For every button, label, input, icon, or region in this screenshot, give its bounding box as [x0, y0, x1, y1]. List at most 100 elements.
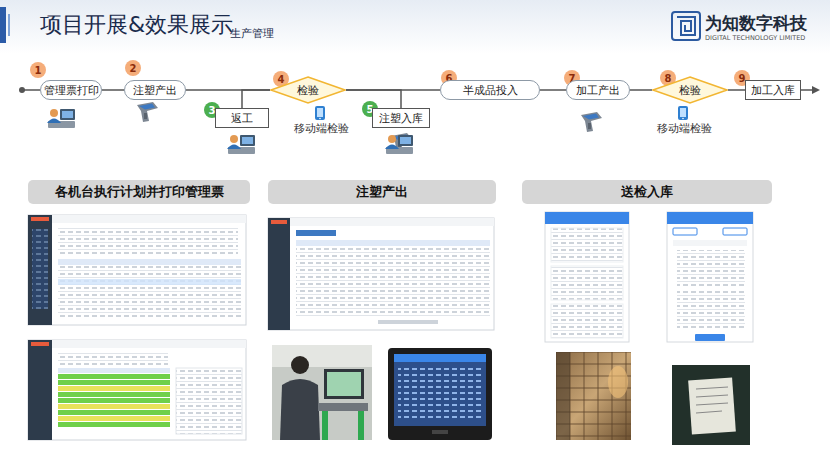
node-text: 8 — [665, 73, 672, 84]
node-text: 注塑产出 — [133, 83, 177, 98]
callout-number: 2 — [125, 60, 141, 76]
screenshot-print-plan — [28, 215, 246, 325]
photo-warehouse-crates — [556, 352, 631, 440]
node-text: 管理票打印 — [44, 83, 99, 98]
screenshot-ticket-list — [58, 368, 170, 373]
screenshot-ticket-list — [28, 340, 52, 440]
photo-operator-scanning — [272, 345, 372, 440]
flow-connector — [102, 89, 124, 91]
process-box: 返工 — [215, 108, 269, 128]
photo-inspection-slip — [696, 411, 722, 413]
photo-operator-scanning — [280, 379, 320, 440]
screenshot-mobile-warehousing — [695, 334, 725, 341]
screenshot-mobile-warehousing — [677, 250, 745, 286]
section-header: 各机台执行计划并打印管理票 — [28, 180, 250, 204]
timeline-ends — [801, 89, 813, 91]
screenshot-ticket-list — [58, 374, 170, 379]
section-header: 注塑产出 — [268, 180, 496, 204]
header-band — [8, 14, 10, 36]
screenshot-ticket-list — [176, 368, 242, 434]
screenshot-mobile-warehousing — [667, 212, 753, 342]
node-text: 注塑入库 — [379, 111, 423, 126]
screenshot-print-plan — [31, 217, 49, 221]
screenshot-print-plan — [32, 229, 48, 309]
screenshot-ticket-list — [58, 416, 170, 421]
logo-mark — [672, 12, 700, 40]
node-text: 1 — [35, 65, 42, 76]
process-step: 注塑产出 — [124, 80, 186, 100]
header-band — [0, 7, 6, 43]
photo-warehouse-crates — [556, 352, 570, 440]
photo-warehouse-crates — [556, 352, 631, 440]
photo-inspection-slip — [696, 395, 728, 397]
process-box: 加工入库 — [745, 80, 801, 100]
photo-inspection-slip — [696, 387, 728, 389]
screenshot-ticket-list — [52, 340, 246, 348]
diamond-outline — [653, 77, 727, 103]
node-text: 加工产出 — [576, 83, 620, 98]
flow-connector — [346, 90, 401, 108]
photo-workshop-terminal — [432, 430, 448, 434]
screenshot-ticket-list — [58, 386, 170, 391]
mobile-check-label: 移动端检验 — [294, 121, 349, 136]
photo-operator-scanning — [327, 372, 361, 396]
flow-connector — [728, 89, 745, 91]
screenshot-molding-output — [268, 218, 494, 330]
node-text: 检验 — [297, 83, 319, 98]
screenshot-mobile-inspection — [545, 212, 629, 342]
step-icons — [137, 102, 158, 122]
flow-connector — [242, 90, 270, 108]
screenshot-molding-output — [296, 240, 490, 246]
node-text: 各机台执行计划并打印管理票 — [55, 184, 224, 201]
screenshot-ticket-list — [58, 398, 170, 403]
step-icons — [47, 102, 688, 154]
photo-inspection-slip — [688, 378, 736, 435]
screenshot-ticket-list — [28, 340, 246, 440]
photo-inspection-slip — [672, 365, 750, 445]
screenshot-molding-output — [296, 230, 336, 236]
screenshot-molding-output — [296, 246, 490, 316]
mobile-check-label: 移动端检验 — [657, 121, 712, 136]
screenshot-mobile-warehousing — [667, 212, 753, 342]
node-text: 4 — [278, 74, 285, 85]
process-box: 注塑入库 — [372, 108, 430, 128]
photo-workshop-terminal — [394, 354, 486, 362]
timeline-ends — [22, 89, 40, 91]
screenshot-mobile-warehousing — [673, 240, 747, 246]
decision-diamond: 检验 — [270, 76, 346, 104]
screenshot-molding-output — [271, 220, 287, 224]
screenshot-ticket-list — [58, 392, 170, 397]
screenshot-ticket-list — [58, 404, 170, 409]
photo-workshop-terminal — [394, 354, 486, 426]
screenshot-molding-output — [290, 218, 494, 226]
screenshot-mobile-inspection — [545, 212, 629, 224]
logo-mark — [672, 12, 700, 40]
screenshot-print-plan — [58, 227, 238, 255]
photo-operator-scanning — [272, 345, 372, 440]
screenshot-mobile-warehousing — [673, 228, 697, 235]
step-icons — [678, 106, 688, 120]
photo-warehouse-crates — [608, 366, 628, 398]
photo-operator-scanning — [272, 345, 372, 367]
flow-connector — [540, 89, 566, 91]
header-band — [0, 0, 830, 54]
company-name: 为知数字科技 — [705, 12, 807, 35]
photo-inspection-slip — [696, 403, 728, 405]
step-icons — [385, 135, 413, 154]
screenshot-mobile-warehousing — [667, 212, 753, 224]
photo-operator-scanning — [322, 411, 328, 440]
screenshot-molding-output — [268, 218, 290, 330]
screenshot-ticket-list — [31, 342, 49, 346]
flow-connector — [630, 89, 652, 91]
photo-workshop-terminal — [388, 348, 492, 440]
process-step: 加工产出 — [566, 80, 630, 100]
screenshot-mobile-inspection — [551, 266, 623, 300]
photo-workshop-terminal — [388, 348, 492, 440]
screenshot-print-plan — [58, 265, 241, 319]
node-text: 半成品投入 — [463, 83, 518, 98]
photo-operator-scanning — [324, 369, 364, 399]
process-step: 半成品投入 — [440, 80, 540, 100]
node-text: 加工入库 — [751, 83, 795, 98]
